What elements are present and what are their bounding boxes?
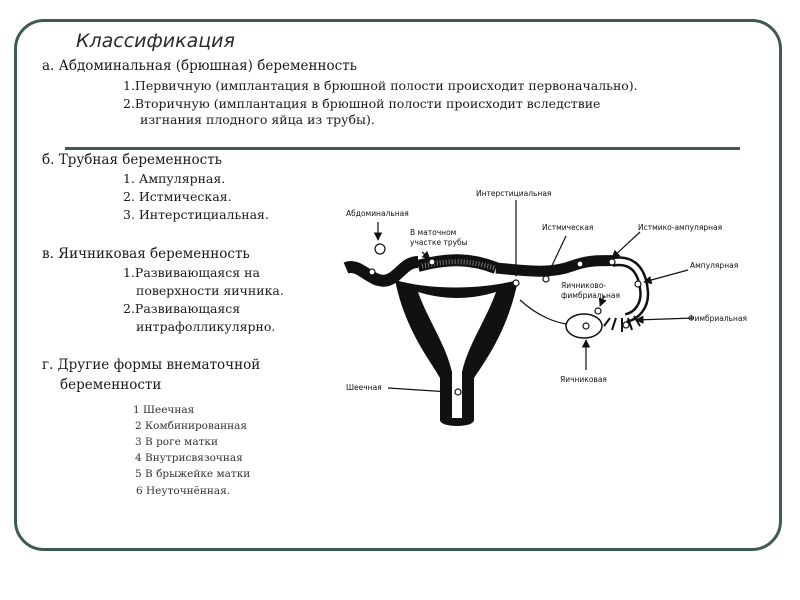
section-c-item-1: 1.Развивающаяся на [123, 265, 260, 280]
label-isthmic: Истмическая [542, 223, 593, 232]
ampullary-tube-lumen [611, 258, 647, 321]
sac-markers [368, 243, 642, 396]
label-ampullary: Ампулярная [690, 261, 738, 270]
slide-frame [14, 19, 782, 551]
slide-title: Классификация [76, 30, 235, 52]
divider [65, 147, 740, 150]
fundus-dots [421, 259, 495, 271]
section-b-item-3: 3. Интерстициальная. [123, 207, 269, 222]
section-c-item-1-cont: поверхности яичника. [136, 283, 284, 298]
label-interstitial: Интерстициальная [476, 189, 551, 198]
section-b-item-2: 2. Истмическая. [123, 189, 232, 204]
uterine-cavity [418, 292, 496, 418]
section-c-heading: в. Яичниковая беременность [42, 246, 250, 262]
right-fallopian-tube [495, 254, 619, 277]
section-c-item-2: 2.Развивающаяся [123, 301, 241, 316]
label-ovarian-fimbrial-line1: Яичниково- [561, 281, 606, 290]
section-d-item-2: 2 Комбинированная [135, 420, 248, 432]
section-a-item-1: 1.Первичную (имплантация в брюшной полос… [123, 78, 638, 93]
label-uterine-line2: участке трубы [410, 238, 468, 247]
section-d-item-4: 4 Внутрисвязочная [135, 452, 243, 464]
label-ovarian: Яичниковая [560, 375, 607, 384]
section-c-item-2-cont: интрафолликулярно. [136, 319, 276, 334]
section-d-item-1: 1 Шеечная [133, 404, 195, 416]
section-b-item-1: 1. Ампулярная. [123, 171, 226, 186]
section-d-item-5: 5 В брыжейке матки [135, 468, 251, 480]
left-fallopian-tube [343, 256, 419, 287]
label-isthmic-ampullary: Истмико-ампулярная [638, 223, 722, 232]
section-d-heading: г. Другие формы внематочной [42, 357, 261, 373]
section-d-item-3: 3 В роге матки [135, 436, 218, 448]
section-a-heading: а. Абдоминальная (брюшная) беременность [42, 58, 357, 74]
section-a-item-2: 2.Вторичную (имплантация в брюшной полос… [123, 96, 601, 111]
label-uterine-line1: В маточном [410, 228, 456, 237]
section-d-item-6: 6 Неуточнённая. [136, 485, 231, 497]
ovarian-ligament [519, 299, 567, 325]
pointer-arrows [373, 200, 695, 396]
label-fimbrial: Фимбриальная [688, 314, 747, 323]
label-cervical: Шеечная [346, 383, 382, 392]
label-abdominal: Абдоминальная [346, 209, 409, 218]
fimbria [603, 315, 641, 332]
section-d-heading-cont: беременности [60, 377, 162, 393]
section-b-heading: б. Трубная беременность [42, 152, 223, 168]
section-a-item-2-cont: изгнания плодного яйца из трубы). [140, 112, 375, 127]
label-ovarian-fimbrial-line2: фимбриальная [561, 291, 620, 300]
